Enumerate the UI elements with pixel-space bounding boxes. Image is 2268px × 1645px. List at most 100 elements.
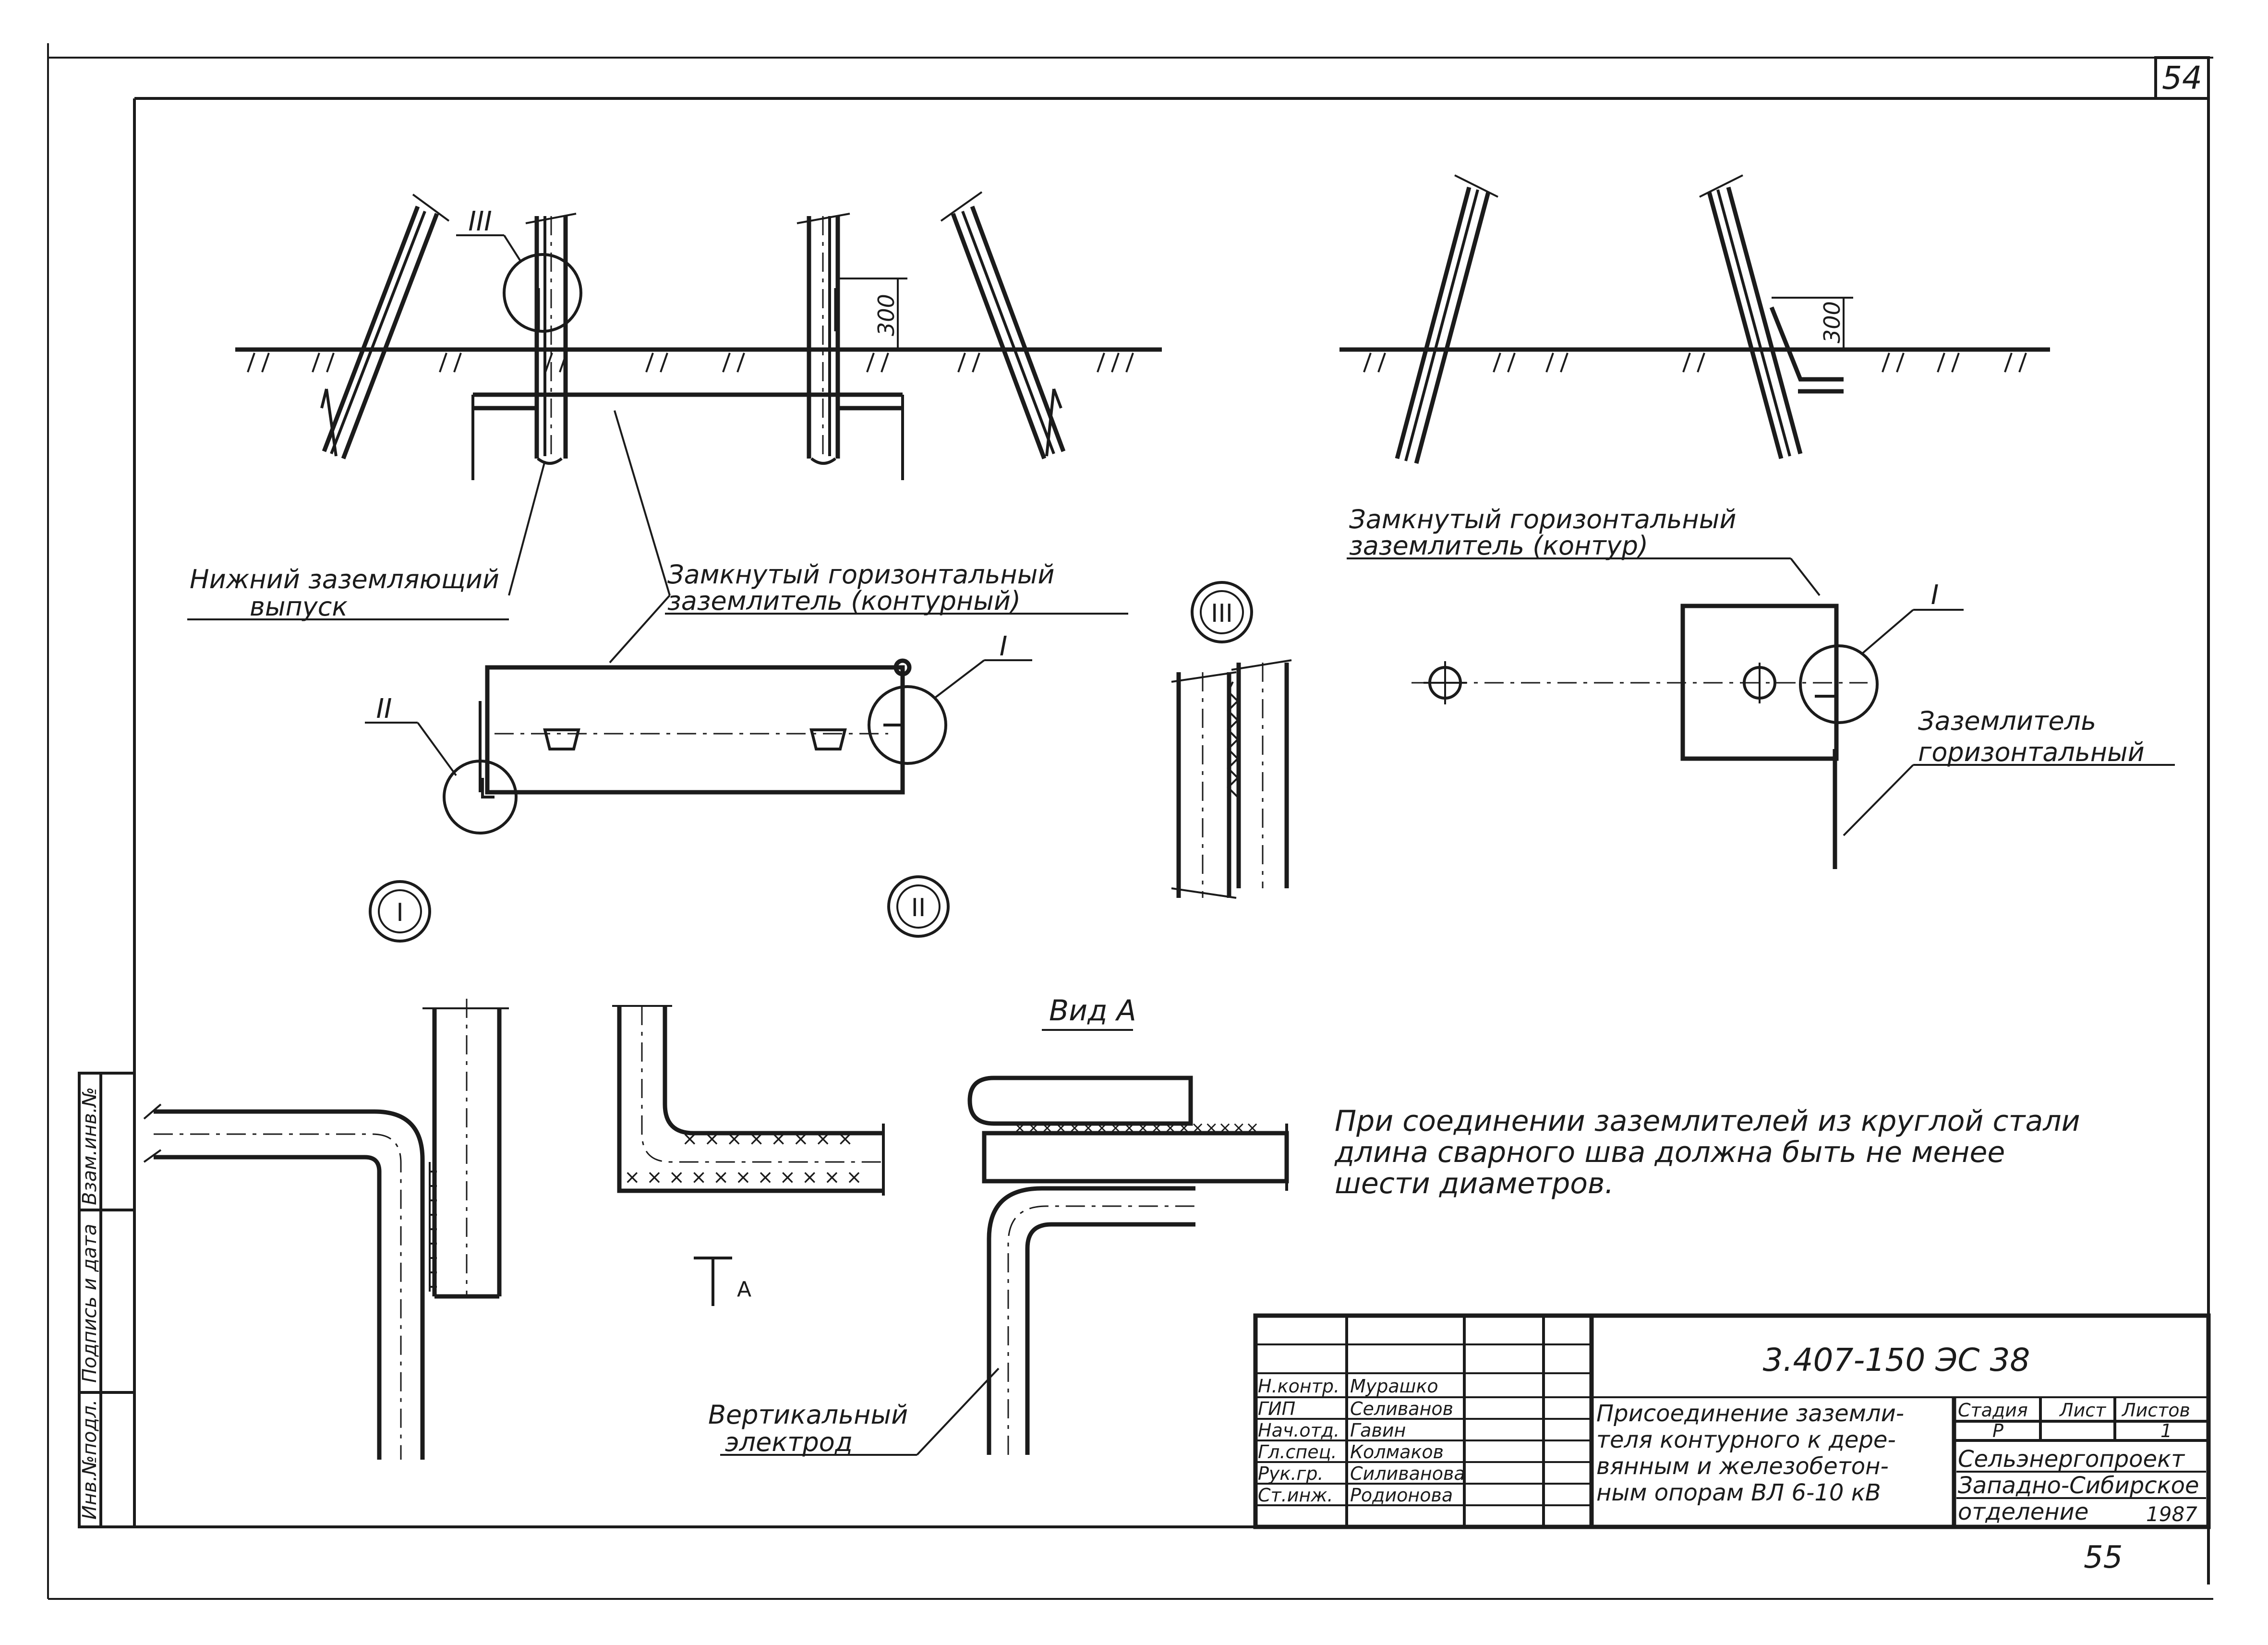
year: 1987 xyxy=(2146,1502,2197,1526)
right-vertical-pole xyxy=(796,213,850,465)
organization: Сельэнергопроект Западно-Сибирское отдел… xyxy=(1958,1446,2207,1525)
vertical-electrode-label: Вертикальный электрод xyxy=(708,1367,1000,1457)
right-inclined-strut xyxy=(940,191,1066,460)
org-line-1: Сельэнергопроект xyxy=(1958,1446,2185,1473)
right-plan-callout-I-text: I xyxy=(1931,580,1939,611)
node-I-badge: I xyxy=(369,880,431,943)
left-stamp: Инв.№подл. Подпись и дата Взам.инв.№ xyxy=(78,1072,136,1528)
role-5: Рук.гр. xyxy=(1258,1463,1324,1484)
role-4: Гл.спец. xyxy=(1258,1441,1337,1463)
name-6: Родионова xyxy=(1350,1485,1453,1506)
pole-marker-left xyxy=(1424,661,1467,704)
node-II-detail: II × × × × × × × × × × × × × × × × × × × xyxy=(612,875,950,1196)
org-line-2: Западно-Сибирское xyxy=(1958,1472,2199,1499)
sheets-value: 1 xyxy=(2160,1420,2172,1441)
title-block: Н.контр. Мурашко ГИП Селиванов Нач.отд. … xyxy=(1253,1313,2211,1529)
note-line-2: длина сварного шва должна быть не менее xyxy=(1334,1136,2005,1169)
sheets-header: Листов xyxy=(2121,1400,2190,1421)
contour-label-right: Замкнутый горизонтальный заземлитель (ко… xyxy=(1347,504,1821,596)
sheet-number-box: 54 xyxy=(2154,56,2210,100)
note-line-1: При соединении заземлителей из круглой с… xyxy=(1335,1104,2080,1138)
node-III-badge: III xyxy=(1191,581,1253,643)
lower-outlet-text: Нижний заземляющий выпуск xyxy=(190,564,507,622)
contour-right-line-2: заземлитель (контур) xyxy=(1349,531,1648,561)
org-line-3: отделение xyxy=(1958,1499,2088,1525)
left-plan-callout-I: I xyxy=(868,631,1032,765)
role-3: Нач.отд. xyxy=(1258,1420,1339,1441)
stage-value: Р xyxy=(1992,1420,2003,1441)
right-pole-elevation: 300 Замкнутый горизонтальный заземлитель… xyxy=(1339,174,2050,596)
role-2: ГИП xyxy=(1258,1398,1295,1419)
left-inclined-strut xyxy=(320,194,450,460)
lower-outlet-line-1: Нижний заземляющий xyxy=(190,564,499,594)
right-left-strut xyxy=(1395,174,1498,464)
sheet-number: 54 xyxy=(2162,60,2202,97)
title-line-2: теля контурного к дере- xyxy=(1596,1427,1896,1453)
stamp-sign-date: Подпись и дата xyxy=(79,1224,101,1383)
name-5: Силиванова xyxy=(1350,1463,1465,1484)
lower-outlet-line-2: выпуск xyxy=(250,592,348,622)
contour-left-line-2: заземлитель (контурный) xyxy=(667,586,1021,616)
dimension-300-text: 300 xyxy=(873,294,899,336)
left-plan-callout-II: II xyxy=(365,693,518,835)
section-arrow-A-text: А xyxy=(737,1277,751,1302)
horizontal-earth-conductor xyxy=(471,392,904,480)
title-line-1: Присоединение заземли- xyxy=(1596,1400,1904,1427)
view-A-detail: Вид А ×××××××××××××××××× А Вертикальный … xyxy=(694,994,1289,1457)
node-III-text: III xyxy=(1211,599,1233,628)
weld-marks-II: × × × × × × × × × × × × × × × × × × × xyxy=(624,1128,862,1188)
node-III-detail: III xyxy=(1171,581,1292,899)
title-line-3: вянным и железобетон- xyxy=(1596,1453,1889,1480)
horizontal-earth-label: Заземлитель горизонтальный xyxy=(1843,706,2175,836)
document-title: Присоединение заземли- теля контурного к… xyxy=(1596,1400,1911,1506)
role-1: Н.контр. xyxy=(1258,1376,1339,1397)
title-line-4: ным опорам ВЛ 6-10 кВ xyxy=(1596,1479,1881,1506)
left-contour-plan: I II xyxy=(365,631,1032,835)
node-I-detail: I xyxy=(143,880,509,1460)
left-plan-callout-I-text: I xyxy=(1000,631,1008,662)
ground-hatching xyxy=(247,352,1134,373)
ground-hatching-right xyxy=(1363,352,2027,373)
lower-outlet-label: Нижний заземляющий выпуск xyxy=(187,460,546,622)
name-3: Гавин xyxy=(1350,1420,1406,1441)
document-code: 3.407-150 ЭС 38 xyxy=(1763,1342,2030,1379)
node-I-text: I xyxy=(396,898,403,927)
contour-left-line-1: Замкнутый горизонтальный xyxy=(667,559,1054,590)
pole-marker-right xyxy=(1743,663,1776,703)
stage-header: Стадия xyxy=(1958,1400,2028,1421)
right-dimension-300-text: 300 xyxy=(1819,301,1845,343)
contour-left-text: Замкнутый горизонтальный заземлитель (ко… xyxy=(667,559,1063,616)
stamp-inv-no: Инв.№подл. xyxy=(79,1399,101,1520)
section-arrow-A: А xyxy=(694,1257,751,1306)
left-pole-elevation: 300 III Нижний заземляющий выпуск Замкну… xyxy=(187,191,1162,664)
left-vertical-pole xyxy=(525,213,577,465)
node-II-text: II xyxy=(911,894,926,922)
contour-right-line-1: Замкнутый горизонтальный xyxy=(1349,504,1736,534)
right-plan-callout-I: I xyxy=(1799,580,1964,724)
vertical-electrode-text: Вертикальный электрод xyxy=(708,1400,916,1457)
stamp-replace-inv: Взам.инв.№ xyxy=(79,1087,101,1205)
contour-right-text: Замкнутый горизонтальный заземлитель (ко… xyxy=(1349,504,1745,561)
horizontal-earth-line-2: горизонтальный xyxy=(1918,737,2145,767)
horizontal-earth-text: Заземлитель горизонтальный xyxy=(1918,706,2145,767)
sheet-header: Лист xyxy=(2059,1400,2107,1421)
weld-length-note: При соединении заземлителей из круглой с… xyxy=(1334,1104,2089,1200)
view-A-title: Вид А xyxy=(1049,994,1136,1028)
contour-label-left: Замкнутый горизонтальный заземлитель (ко… xyxy=(609,410,1128,664)
weld-marks-A: ×××××××××××××××××× xyxy=(1013,1118,1259,1137)
bottom-page-number: 55 xyxy=(2084,1540,2123,1575)
vertical-electrode-line-2: электрод xyxy=(725,1427,853,1457)
callout-III: III xyxy=(456,206,582,333)
drawing-frame xyxy=(47,43,2213,1600)
name-1: Мурашко xyxy=(1350,1376,1438,1397)
right-dimension-300: 300 xyxy=(1772,297,1853,351)
vertical-electrode-line-1: Вертикальный xyxy=(708,1400,908,1430)
right-contour-plan: I Заземлитель горизонтальный xyxy=(1411,580,2175,869)
node-II-badge: II xyxy=(887,875,950,938)
role-6: Ст.инж. xyxy=(1258,1485,1333,1506)
name-2: Селиванов xyxy=(1350,1398,1453,1419)
note-line-3: шести диаметров. xyxy=(1335,1167,1614,1200)
left-plan-callout-II-text: II xyxy=(376,693,392,725)
name-4: Колмаков xyxy=(1350,1441,1444,1463)
